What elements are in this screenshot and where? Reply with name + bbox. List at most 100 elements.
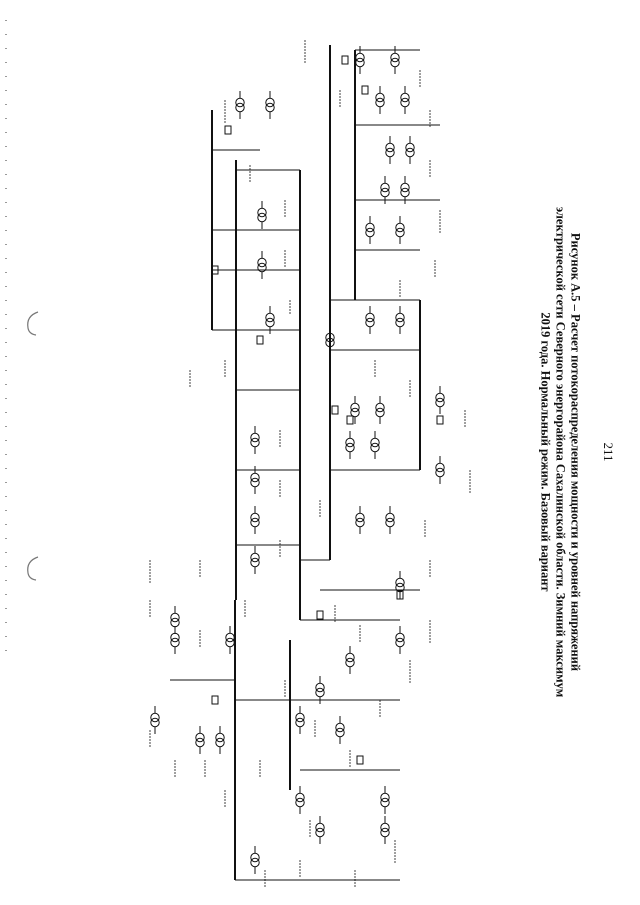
transformer-winding	[375, 92, 385, 103]
breaker	[361, 85, 369, 95]
breaker	[356, 755, 364, 765]
figure-caption-line-2: электрической сети Северного энергорайон…	[553, 206, 568, 698]
transformer-winding	[257, 207, 267, 218]
transformer-winding	[375, 97, 385, 108]
breaker	[316, 610, 324, 620]
transformer-winding	[225, 632, 235, 643]
transformer-winding	[250, 512, 260, 523]
transformer-winding	[170, 617, 180, 628]
transformer-winding	[315, 822, 325, 833]
transformer-winding	[215, 737, 225, 748]
transformer-winding	[345, 442, 355, 453]
transformer-winding	[195, 732, 205, 743]
transformer-winding	[405, 147, 415, 158]
transformer-winding	[250, 857, 260, 868]
transformer-winding	[215, 732, 225, 743]
transformer-winding	[150, 717, 160, 728]
transformer-winding	[385, 147, 395, 158]
transformer-winding	[400, 92, 410, 103]
transformer-winding	[365, 317, 375, 328]
transformer-winding	[345, 652, 355, 663]
transformer-winding	[370, 442, 380, 453]
transformer-winding	[350, 402, 360, 413]
transformer-winding	[355, 512, 365, 523]
transformer-winding	[400, 187, 410, 198]
breaker	[224, 125, 232, 135]
transformer-winding	[380, 822, 390, 833]
breaker	[211, 265, 219, 275]
transformer-winding	[250, 432, 260, 443]
transformer-winding	[315, 827, 325, 838]
transformer-winding	[365, 227, 375, 238]
transformer-winding	[257, 262, 267, 273]
transformer-winding	[235, 97, 245, 108]
transformer-winding	[257, 212, 267, 223]
transformer-winding	[250, 552, 260, 563]
transformer-winding	[380, 827, 390, 838]
transformer-winding	[335, 722, 345, 733]
transformer-winding	[435, 397, 445, 408]
transformer-winding	[395, 637, 405, 648]
transformer-winding	[250, 517, 260, 528]
transformer-winding	[355, 517, 365, 528]
transformer-winding	[380, 182, 390, 193]
page-number: 211	[601, 442, 616, 462]
transformer-winding	[225, 637, 235, 648]
transformer-winding	[250, 477, 260, 488]
transformer-winding	[295, 792, 305, 803]
transformer-winding	[405, 142, 415, 153]
transformer-winding	[380, 792, 390, 803]
transformer-winding	[250, 557, 260, 568]
transformer-winding	[265, 97, 275, 108]
transformer-winding	[385, 512, 395, 523]
transformer-winding	[380, 187, 390, 198]
transformer-winding	[295, 797, 305, 808]
transformer-winding	[435, 462, 445, 473]
binder-hole-mark-top	[27, 311, 39, 336]
transformer-winding	[325, 332, 335, 343]
transformer-winding	[375, 407, 385, 418]
transformer-winding	[265, 102, 275, 113]
transformer-winding	[345, 437, 355, 448]
transformer-winding	[265, 317, 275, 328]
transformer-winding	[350, 407, 360, 418]
transformer-winding	[150, 712, 160, 723]
transformer-winding	[385, 142, 395, 153]
transformer-winding	[395, 222, 405, 233]
transformer-winding	[395, 632, 405, 643]
transformer-winding	[315, 682, 325, 693]
transformer-winding	[195, 737, 205, 748]
transformer-winding	[250, 852, 260, 863]
transformer-winding	[345, 657, 355, 668]
transformer-winding	[325, 337, 335, 348]
transformer-winding	[250, 472, 260, 483]
transformer-winding	[315, 687, 325, 698]
transformer-winding	[335, 727, 345, 738]
transformer-winding	[250, 437, 260, 448]
transformer-winding	[400, 182, 410, 193]
transformer-winding	[365, 312, 375, 323]
transformer-winding	[380, 797, 390, 808]
transformer-winding	[257, 257, 267, 268]
transformer-winding	[395, 582, 405, 593]
transformer-winding	[355, 57, 365, 68]
breaker	[256, 335, 264, 345]
figure-caption-line-1: Рисунок А.5 – Расчет потокораспределения…	[568, 232, 583, 672]
transformer-winding	[365, 222, 375, 233]
transformer-winding	[390, 57, 400, 68]
transformer-winding	[395, 577, 405, 588]
transformer-winding	[265, 312, 275, 323]
figure-caption-line-3: 2019 года. Нормальный режим. Базовый вар…	[538, 312, 553, 592]
transformer-winding	[395, 227, 405, 238]
transformer-winding	[435, 467, 445, 478]
transformer-winding	[435, 392, 445, 403]
transformer-winding	[295, 717, 305, 728]
transformer-winding	[395, 317, 405, 328]
transformer-winding	[170, 637, 180, 648]
transformer-winding	[170, 612, 180, 623]
transformer-winding	[385, 517, 395, 528]
transformer-winding	[375, 402, 385, 413]
figure-caption: Рисунок А.5 – Расчет потокораспределения…	[538, 172, 583, 732]
